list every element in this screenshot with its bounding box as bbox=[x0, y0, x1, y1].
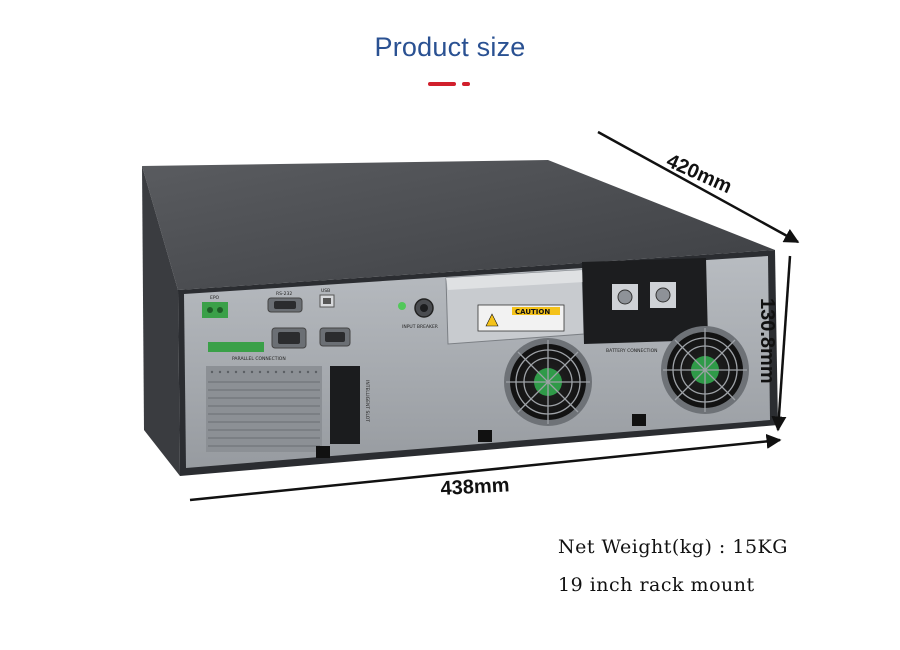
foot-right bbox=[632, 414, 646, 426]
rs232-port: RS-232 bbox=[267, 291, 303, 313]
usb-port: USB bbox=[319, 288, 335, 308]
net-weight-spec: Net Weight(kg) : 15KG bbox=[558, 536, 788, 558]
parallel-connection: PARALLEL CONNECTION bbox=[208, 327, 351, 362]
battery-label: BATTERY CONNECTION bbox=[606, 348, 657, 354]
cooling-fan-left bbox=[504, 338, 592, 426]
rack-mount-spec: 19 inch rack mount bbox=[558, 574, 755, 596]
depth-dimension-line bbox=[597, 130, 800, 244]
parallel-label: PARALLEL CONNECTION bbox=[232, 356, 286, 362]
height-label: 130.8mm bbox=[756, 298, 778, 384]
slot-label: INTELLIGENT SLOT bbox=[364, 380, 370, 422]
case-top-face bbox=[142, 160, 775, 290]
caution-bracket: CAUTION bbox=[445, 269, 585, 345]
breaker-label: INPUT BREAKER bbox=[402, 324, 438, 330]
epo-label: EPO bbox=[210, 295, 220, 301]
epo-terminal: EPO bbox=[202, 295, 228, 318]
intelligent-slot bbox=[330, 366, 360, 444]
battery-terminal: BATTERY CONNECTION bbox=[582, 258, 708, 354]
width-label: 438mm bbox=[440, 474, 510, 500]
underline-long-dash bbox=[428, 82, 456, 86]
foot-left bbox=[316, 446, 330, 458]
foot-mid bbox=[478, 430, 492, 442]
usb-label: USB bbox=[321, 288, 330, 294]
underline-short-dash bbox=[462, 82, 470, 86]
caution-label: CAUTION bbox=[515, 308, 550, 316]
page-title: Product size bbox=[374, 32, 526, 62]
rs232-label: RS-232 bbox=[276, 291, 292, 297]
cooling-fan-right bbox=[661, 326, 749, 414]
case-left-side bbox=[142, 166, 180, 476]
title-underline bbox=[428, 82, 472, 86]
height-dimension-line bbox=[771, 255, 792, 432]
vent-grille bbox=[206, 366, 322, 452]
width-dimension-line bbox=[189, 433, 782, 502]
input-breaker: INPUT BREAKER bbox=[398, 298, 438, 330]
